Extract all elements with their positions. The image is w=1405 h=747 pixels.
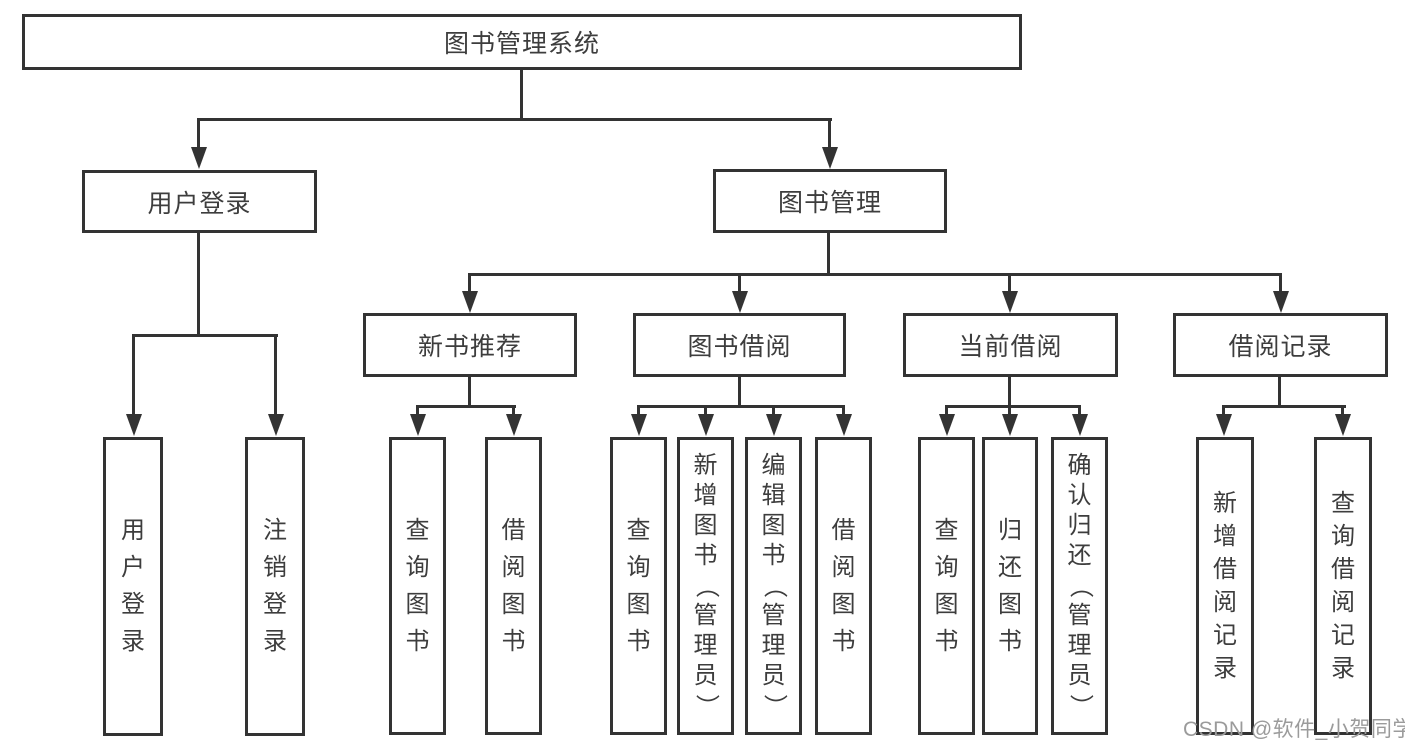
arrowhead-down: [1072, 414, 1088, 436]
node-borrow-books: 借阅图书: [815, 437, 872, 735]
arrowhead-down: [1002, 291, 1018, 313]
node-query-books-recommend: 查询图书: [389, 437, 446, 735]
connector-line: [945, 405, 1081, 408]
connector-line: [416, 405, 419, 416]
connector-line: [1008, 377, 1011, 408]
node-return-books: 归还图书: [982, 437, 1038, 735]
arrowhead-down: [506, 414, 522, 436]
node-book-borrowing: 图书借阅: [633, 313, 846, 377]
node-label: 编辑图书（管理员）: [760, 452, 788, 719]
connector-line: [468, 273, 471, 292]
connector-line: [828, 118, 831, 148]
node-label: 借阅记录: [1228, 333, 1333, 361]
arrowhead-down: [191, 147, 207, 169]
connector-line: [520, 70, 523, 120]
node-label: 新增借阅记录: [1213, 489, 1237, 682]
node-label: 查询借阅记录: [1331, 489, 1355, 682]
node-label: 查询图书: [405, 516, 430, 655]
node-user-login: 用户登录: [82, 170, 317, 233]
node-borrow-books-recommend: 借阅图书: [485, 437, 542, 735]
connector-line: [197, 118, 832, 121]
node-label: 确认归还（管理员）: [1066, 452, 1094, 719]
node-label: 借阅图书: [501, 516, 526, 655]
arrowhead-down: [268, 414, 284, 436]
node-query-books-current: 查询图书: [918, 437, 975, 735]
node-label: 当前借阅: [958, 333, 1063, 361]
connector-line: [827, 233, 830, 275]
connector-line: [1008, 273, 1011, 292]
node-label: 新增图书（管理员）: [692, 452, 720, 719]
node-add-books-admin: 新增图书（管理员）: [677, 437, 734, 735]
node-label: 注销登录: [263, 517, 287, 655]
connector-line: [1279, 273, 1282, 292]
node-label: 用户登录: [121, 517, 145, 655]
arrowhead-down: [732, 291, 748, 313]
connector-line: [1008, 405, 1011, 416]
node-confirm-return-admin: 确认归还（管理员）: [1051, 437, 1108, 735]
node-label: 新书推荐: [417, 333, 522, 361]
connector-line: [468, 273, 1282, 276]
node-label: 图书管理系统: [443, 30, 600, 58]
connector-line: [738, 377, 741, 407]
arrowhead-down: [1002, 414, 1018, 436]
connector-line: [274, 334, 277, 415]
arrowhead-down: [836, 414, 852, 436]
connector-line: [1222, 405, 1225, 416]
connector-line: [512, 405, 515, 416]
node-library-system: 图书管理系统: [22, 14, 1022, 70]
node-label: 借阅图书: [831, 516, 856, 655]
connector-line: [132, 334, 278, 337]
arrowhead-down: [410, 414, 426, 436]
node-label: 查询图书: [626, 516, 651, 655]
arrowhead-down: [1335, 414, 1351, 436]
arrowhead-down: [698, 414, 714, 436]
node-label: 归还图书: [998, 516, 1022, 655]
connector-line: [197, 118, 200, 148]
connector-line: [637, 405, 845, 408]
node-user-login-action: 用户登录: [103, 437, 163, 736]
connector-line: [468, 377, 471, 408]
node-new-book-recommend: 新书推荐: [363, 313, 577, 377]
node-label: 查询图书: [934, 516, 959, 655]
connector-line: [738, 273, 741, 292]
connector-line: [1078, 405, 1081, 416]
arrowhead-down: [939, 414, 955, 436]
csdn-watermark: CSDN @软件_小贺同学: [1183, 718, 1405, 741]
node-label: 图书管理: [777, 189, 882, 217]
arrowhead-down: [822, 147, 838, 169]
arrowhead-down: [126, 414, 142, 436]
connector-line: [1222, 405, 1346, 408]
connector-line: [842, 405, 845, 416]
arrowhead-down: [631, 414, 647, 436]
connector-line: [197, 233, 200, 336]
node-query-borrow-record: 查询借阅记录: [1314, 437, 1372, 735]
node-add-borrow-record: 新增借阅记录: [1196, 437, 1254, 735]
connector-line: [1278, 377, 1281, 408]
node-label: 用户登录: [147, 189, 252, 218]
arrowhead-down: [462, 291, 478, 313]
connector-line: [772, 405, 775, 416]
node-logout-action: 注销登录: [245, 437, 305, 736]
node-borrowing-records: 借阅记录: [1173, 313, 1388, 377]
arrowhead-down: [766, 414, 782, 436]
connector-line: [704, 405, 707, 416]
connector-line: [132, 334, 135, 415]
connector-line: [945, 405, 948, 416]
connector-line: [1341, 405, 1344, 416]
node-label: 图书借阅: [687, 333, 792, 361]
connector-line: [416, 405, 516, 408]
node-current-borrowing: 当前借阅: [903, 313, 1118, 377]
node-query-books-borrowing: 查询图书: [610, 437, 667, 735]
arrowhead-down: [1216, 414, 1232, 436]
arrowhead-down: [1273, 291, 1289, 313]
connector-line: [637, 405, 640, 416]
node-edit-books-admin: 编辑图书（管理员）: [745, 437, 802, 735]
node-book-management: 图书管理: [713, 169, 947, 233]
